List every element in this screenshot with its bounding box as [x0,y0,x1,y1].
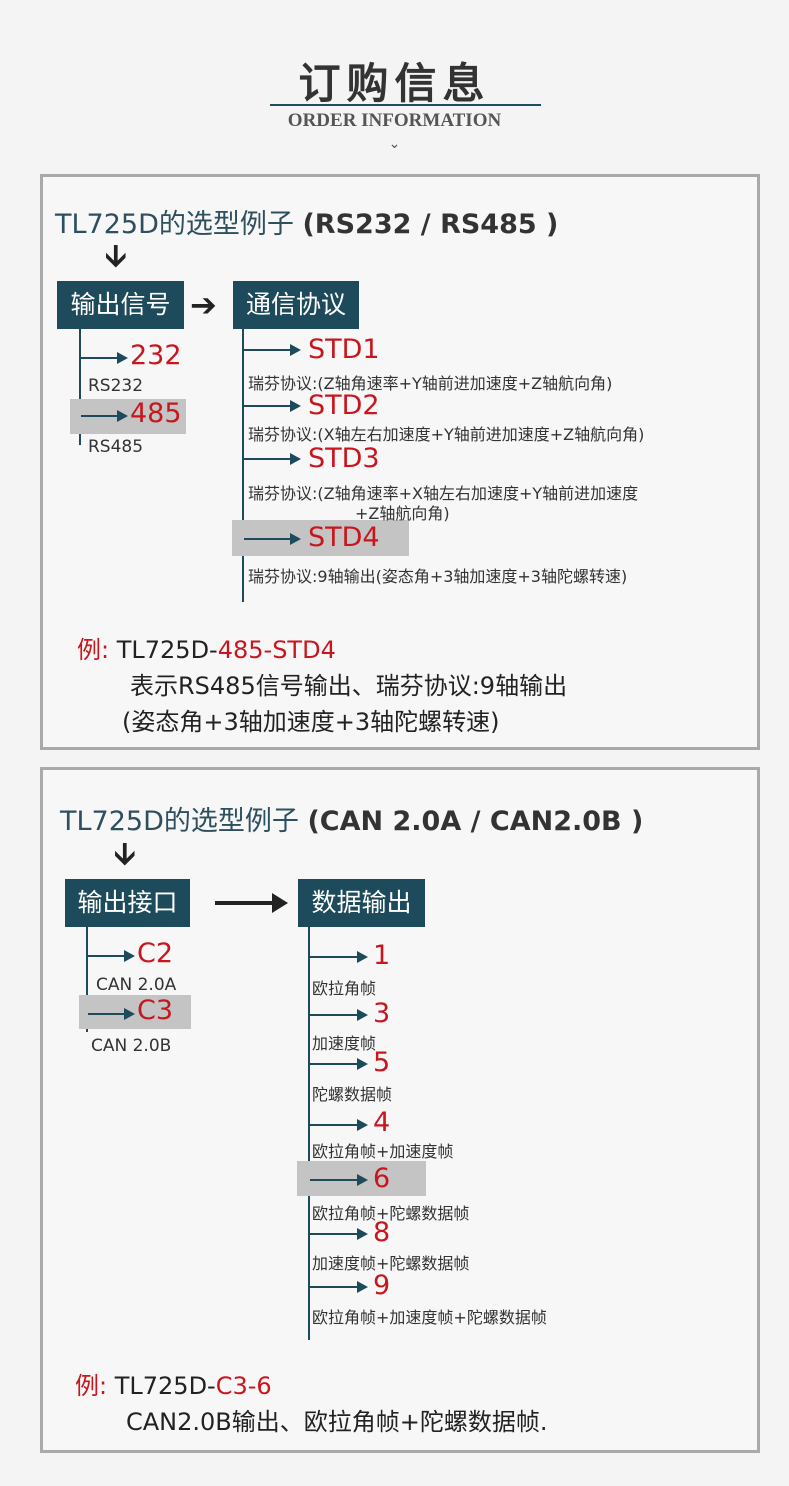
output-desc-8: 加速度帧+陀螺数据帧 [312,1254,470,1273]
protocol-desc-std2: 瑞芬协议:(X轴左右加速度+Y轴前进加速度+Z轴航向角) [248,425,645,444]
interface-label-can20a: CAN 2.0A [96,975,177,995]
panel2-title: TL725D的选型例子 (CAN 2.0A / CAN2.0B ) [60,799,643,838]
example2-line2: CAN2.0B输出、欧拉角帧+陀螺数据帧. [126,1408,548,1436]
branch-arrow-icon [310,1009,368,1021]
branch-arrow-icon [81,352,128,364]
protocol-code-std3: STD3 [308,443,380,474]
branch-arrow-icon [88,1008,135,1020]
branch-arrow-icon [88,950,135,962]
panel-can [40,767,760,1453]
example1-line2: 表示RS485信号输出、瑞芬协议:9轴输出 [130,672,568,700]
output-desc-3: 加速度帧 [312,1034,377,1053]
signal-code-232: 232 [130,340,182,371]
branch-arrow-icon [310,1281,368,1293]
title-underline [270,104,541,106]
branch-arrow-icon [310,1174,368,1186]
output-tree-line [308,927,310,1340]
protocol-tree-line [242,329,244,602]
output-desc-9: 欧拉角帧+加速度帧+陀螺数据帧 [312,1308,547,1327]
protocol-desc-std3-cont: +Z轴航向角) [355,504,450,523]
example2-model: 例: TL725D-C3-6 [75,1366,272,1401]
branch-arrow-icon [310,1058,368,1070]
output-desc-6: 欧拉角帧+陀螺数据帧 [312,1204,470,1223]
panel1-title: TL725D的选型例子 (RS232 / RS485 ) [55,202,558,241]
right-arrow-icon [215,901,277,905]
branch-arrow-icon [310,1119,368,1131]
output-desc-5: 陀螺数据帧 [312,1085,393,1104]
output-desc-4: 欧拉角帧+加速度帧 [312,1142,454,1161]
branch-arrow-icon [81,410,128,422]
example1-model: 例: TL725D-485-STD4 [77,630,336,665]
panel2-title-paren: (CAN 2.0A / CAN2.0B ) [307,806,644,837]
output-code-5: 5 [373,1047,391,1078]
interface-code-c2: C2 [137,938,174,969]
output-desc-1: 欧拉角帧 [312,979,377,998]
interface-code-c3: C3 [137,995,174,1026]
branch-arrow-icon [244,453,301,465]
example2-prefix: 例: [75,1372,108,1400]
signal-label-rs485: RS485 [88,437,144,457]
output-interface-box: 输出接口 [65,879,190,927]
signal-tree-line [79,329,81,445]
signal-label-rs232: RS232 [88,376,144,396]
branch-arrow-icon [244,344,301,356]
page-subtitle: ORDER INFORMATION [287,110,502,131]
branch-arrow-icon [310,1228,368,1240]
panel1-title-text: TL725D的选型例子 [55,209,294,240]
interface-tree-line [86,927,88,1032]
example1-model-b: 485-STD4 [217,636,336,664]
output-code-9: 9 [373,1270,391,1301]
protocol-desc-std1: 瑞芬协议:(Z轴角速率+Y轴前进加速度+Z轴航向角) [248,374,613,393]
signal-code-485: 485 [130,398,182,429]
down-arrow-icon: 🡫 [114,837,136,872]
selected-highlight [79,995,191,1029]
branch-arrow-icon [244,400,301,412]
example2-model-a: TL725D- [114,1372,216,1400]
protocol-code-std1: STD1 [308,334,380,365]
example1-prefix: 例: [77,636,110,664]
protocol-box: 通信协议 [233,281,359,329]
panel1-title-paren: (RS232 / RS485 ) [302,209,559,240]
output-code-4: 4 [373,1107,391,1138]
panel2-title-text: TL725D的选型例子 [60,806,299,837]
data-output-box: 数据输出 [298,879,425,927]
example1-model-a: TL725D- [116,636,218,664]
output-code-8: 8 [373,1217,391,1248]
branch-arrow-icon [244,533,301,545]
output-code-6: 6 [373,1163,391,1194]
chevron-down-icon: ⌄ [388,136,401,152]
output-code-3: 3 [373,998,391,1029]
protocol-desc-std3: 瑞芬协议:(Z轴角速率+X轴左右加速度+Y轴前进加速度 [248,484,639,503]
right-arrow-icon: ➔ [190,286,217,324]
protocol-code-std4: STD4 [308,522,380,553]
branch-arrow-icon [310,951,368,963]
right-arrow-head-icon [272,893,288,913]
protocol-code-std2: STD2 [308,390,380,421]
example2-model-b: C3-6 [215,1372,272,1400]
page-title: 订购信息 [298,59,491,108]
example1-line3: (姿态角+3轴加速度+3轴陀螺转速) [122,708,500,736]
protocol-desc-std4: 瑞芬协议:9轴输出(姿态角+3轴加速度+3轴陀螺转速) [248,567,628,586]
output-code-1: 1 [373,940,391,971]
interface-label-can20b: CAN 2.0B [91,1036,172,1056]
down-arrow-icon: 🡫 [105,239,127,274]
output-signal-box: 输出信号 [57,281,184,329]
panel-rs232-rs485 [40,174,760,750]
